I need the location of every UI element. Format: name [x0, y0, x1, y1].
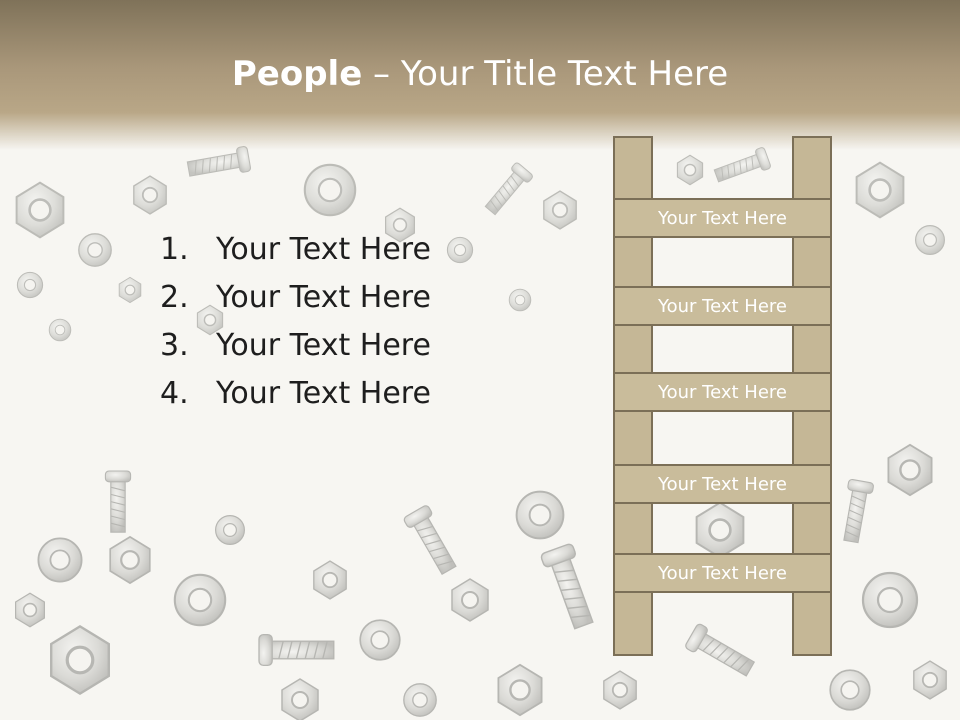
list-number: 4.	[160, 376, 189, 411]
list-number: 2.	[160, 280, 189, 315]
ladder-rung: Your Text Here	[613, 464, 832, 504]
numbered-list: 1. Your Text Here 2. Your Text Here 3. Y…	[160, 232, 431, 424]
title-bold: People	[231, 54, 363, 94]
list-text: Your Text Here	[216, 376, 431, 411]
ladder-rung: Your Text Here	[613, 372, 832, 412]
list-item: 2. Your Text Here	[160, 280, 431, 328]
list-text: Your Text Here	[216, 328, 431, 363]
slide-title: People – Your Title Text Here	[0, 52, 960, 96]
title-band	[0, 0, 960, 150]
list-item: 4. Your Text Here	[160, 376, 431, 424]
title-rest: – Your Title Text Here	[362, 54, 729, 94]
list-text: Your Text Here	[216, 232, 431, 267]
ladder-rung: Your Text Here	[613, 286, 832, 326]
ladder-rung: Your Text Here	[613, 198, 832, 238]
list-item: 3. Your Text Here	[160, 328, 431, 376]
list-text: Your Text Here	[216, 280, 431, 315]
list-number: 1.	[160, 232, 189, 267]
list-number: 3.	[160, 328, 189, 363]
ladder-rung: Your Text Here	[613, 553, 832, 593]
list-item: 1. Your Text Here	[160, 232, 431, 280]
